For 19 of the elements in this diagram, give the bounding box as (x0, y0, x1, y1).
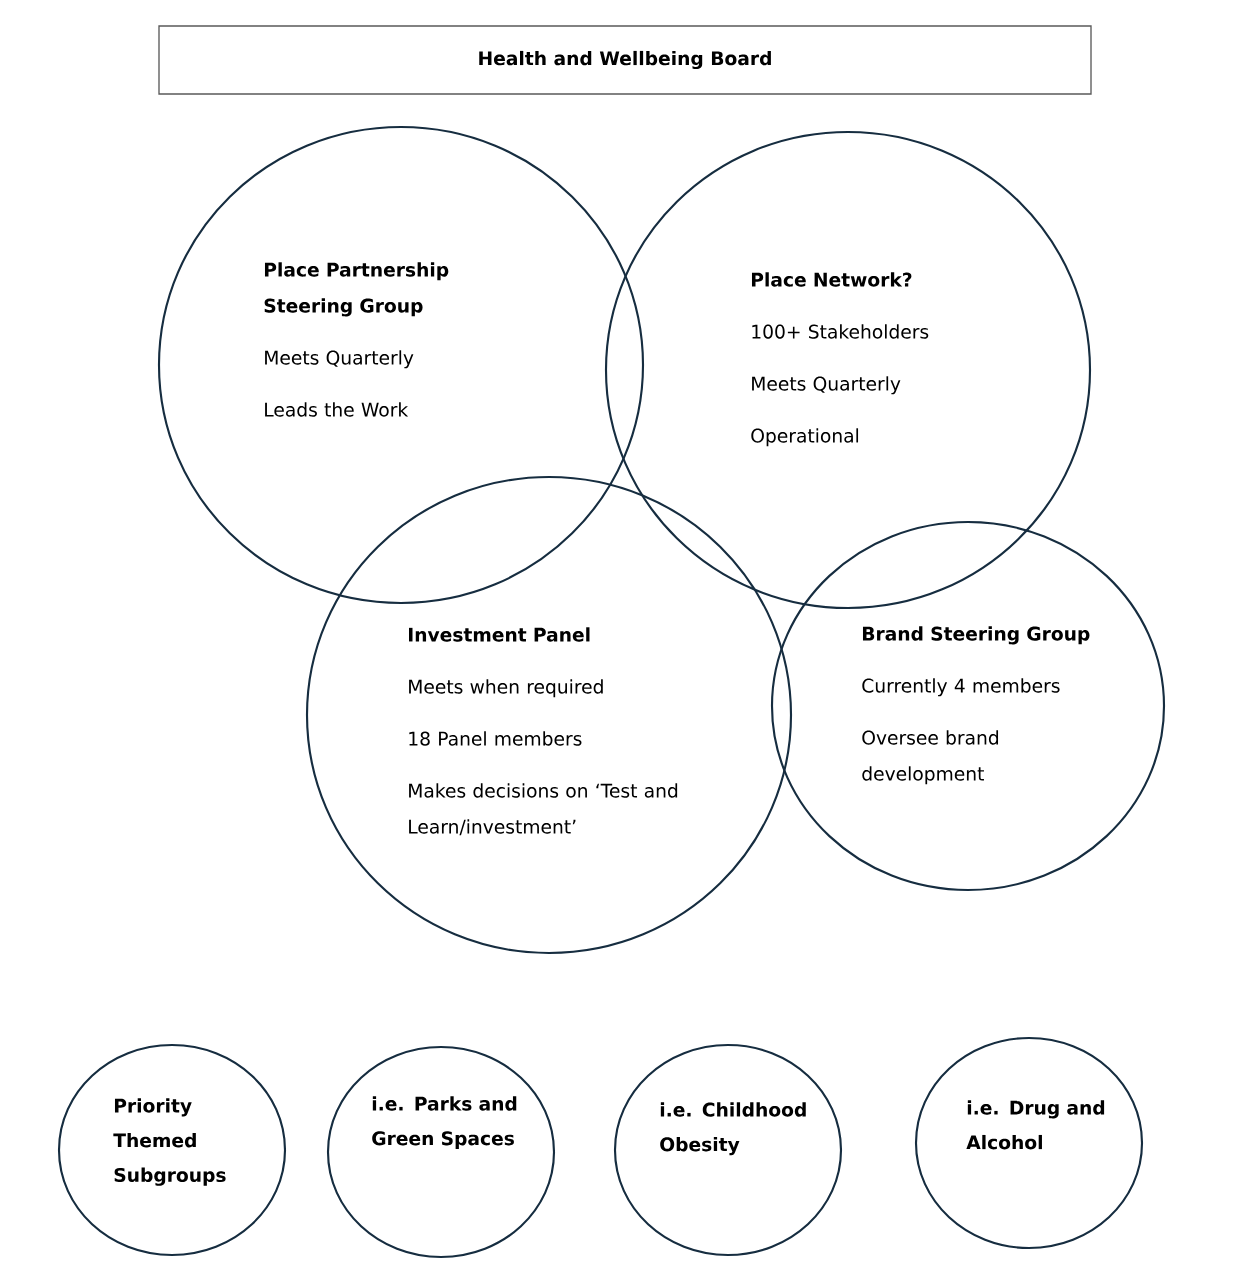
circle-label: i.e. Parks and Green Spaces (372, 1096, 517, 1149)
text-line: Makes decisions on ‘Test and Learn/investment’ (409, 783, 678, 836)
circle-label: i.e. Childhood Obesity (660, 1102, 806, 1156)
text-line: Meets Quarterly (752, 376, 901, 395)
heading: Place Network? (752, 272, 912, 287)
heading: Place Partnership Steering Group (264, 262, 449, 317)
text-line: 18 Panel members (409, 731, 582, 746)
text-line: Operational (751, 428, 859, 447)
text-line: 100+ Stakeholders (752, 324, 929, 339)
board-box: Health and Wellbeing Board (158, 25, 1092, 95)
text-line: Meets Quarterly (265, 350, 414, 369)
text-line: Currently 4 members (862, 678, 1060, 697)
text-line: Oversee brand development (862, 730, 999, 785)
text-line: Leads the Work (265, 402, 409, 417)
heading: Brand Steering Group (863, 626, 1090, 645)
heading: Investment Panel (409, 627, 590, 642)
circle-label: Priority Themed Subgroups (113, 1098, 226, 1186)
circle-label: i.e. Drug and Alcohol (966, 1100, 1105, 1150)
text-line: Meets when required (409, 679, 603, 698)
